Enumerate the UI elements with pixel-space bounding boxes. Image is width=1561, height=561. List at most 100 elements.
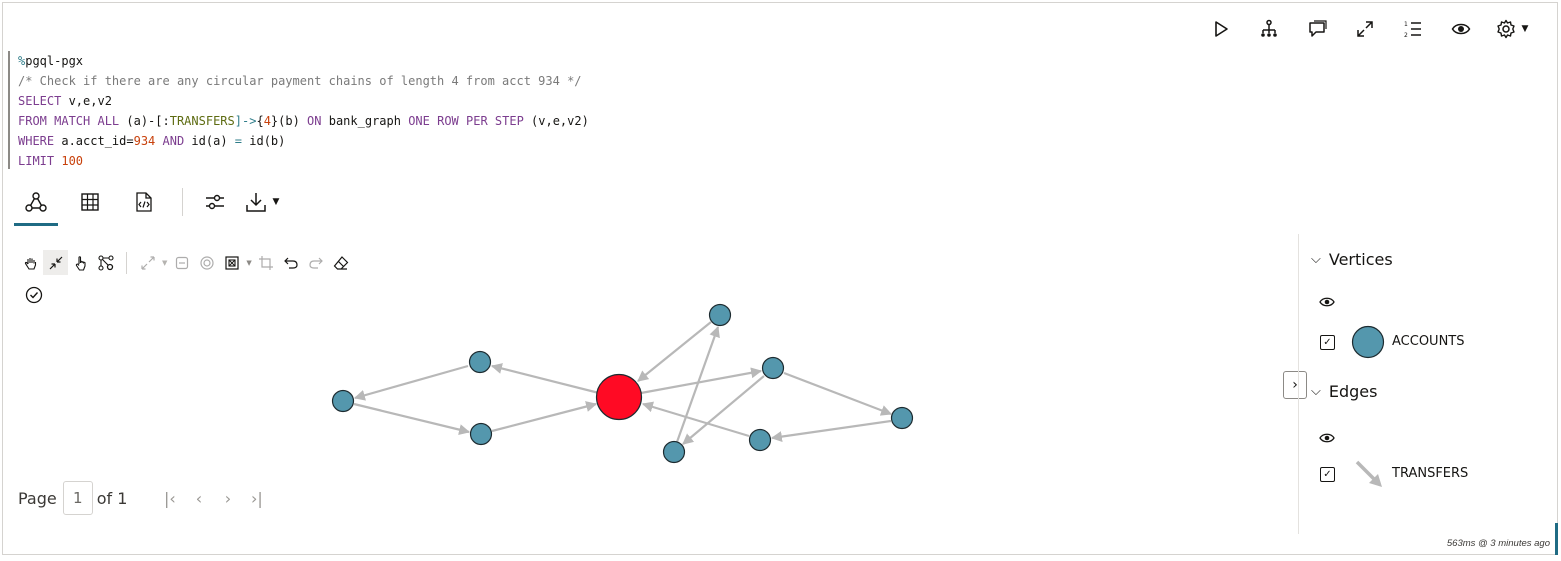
download-button[interactable]: ▼ [237,186,287,218]
eye-icon[interactable] [1319,431,1335,445]
code-keyword: WHERE [18,134,55,148]
edges-section-header[interactable]: ⌵ Edges [1311,382,1377,401]
vertex-account[interactable] [469,422,493,446]
page-number-input[interactable]: 1 [62,481,93,515]
tab-table[interactable] [68,186,112,218]
edge-transfers[interactable] [353,402,471,436]
edge-transfers[interactable] [641,401,750,438]
edge-transfers[interactable] [682,375,765,445]
check-circle-icon [25,286,43,304]
code-editor[interactable]: %pgql-pgx /* Check if there are any circ… [8,51,1218,169]
tab-graph[interactable] [14,186,58,226]
network-tool[interactable] [93,250,118,275]
vertex-account[interactable] [331,389,355,413]
vertex-account[interactable] [748,428,772,452]
table-icon [81,193,99,211]
vertex-account[interactable] [662,440,686,464]
edge-transfers[interactable] [783,371,893,416]
vertex-legend-swatch [1351,325,1385,359]
page-total: of 1 [96,488,128,508]
fullscreen-button[interactable] [1341,17,1389,41]
previous-page-icon[interactable]: ‹ [195,488,203,508]
vertex-account[interactable] [708,303,732,327]
vertex-account[interactable] [761,356,785,380]
ungroup-tool[interactable] [254,250,279,275]
comment-button[interactable] [1293,17,1341,41]
tab-json[interactable] [122,186,166,218]
code-text: v,e,v2 [61,94,112,108]
collapse-legend-button[interactable]: › [1283,371,1307,399]
code-file-icon [136,192,152,212]
code-keyword: ONE ROW PER STEP [408,114,524,128]
edge-transfers[interactable] [637,321,712,382]
code-keyword: AND [155,134,185,148]
eye-icon [1451,23,1471,35]
pan-tool[interactable] [18,250,43,275]
select-tool[interactable] [68,250,93,275]
edges-title: Edges [1328,382,1378,401]
hand-icon [24,257,36,270]
pointer-hand-icon [75,255,86,271]
chevron-down-icon[interactable]: ▼ [162,258,168,267]
expand-tool[interactable] [135,250,160,275]
edge-transfers[interactable] [640,367,763,395]
code-text: id(b) [242,134,286,148]
pagination: Page 1 of 1 |‹ ‹ › ›| [18,481,271,515]
chevron-down-icon: ▼ [1521,24,1529,34]
edge-transfers[interactable] [675,325,720,443]
redo-tool[interactable] [304,250,329,275]
undo-tool[interactable] [279,250,304,275]
eye-icon[interactable] [1319,295,1335,309]
frame-icon [225,255,239,270]
graph-icon [25,192,47,212]
chevron-down-icon: ⌵ [1311,384,1321,399]
numbered-list-icon: 12 [1404,21,1421,39]
code-text: (v,e,v2) [523,114,589,128]
vertex-account[interactable] [890,406,914,430]
code-label: TRANSFERS [169,114,235,128]
focus-tool[interactable] [194,250,219,275]
page-label: Page [18,488,57,508]
reset-tool[interactable] [329,250,354,275]
collapse-tool[interactable] [169,250,194,275]
edge-legend-swatch [1355,460,1382,487]
edge-transfers[interactable] [353,364,469,401]
shrink-icon [49,256,62,269]
apply-check-button[interactable] [25,286,43,304]
code-number: 934 [133,134,156,148]
vertices-section-header[interactable]: ⌵ Vertices [1311,250,1393,269]
next-page-icon[interactable]: › [224,488,232,508]
code-comment: /* Check if there are any circular payme… [18,74,582,88]
chevron-right-icon: › [1292,377,1298,393]
edge-transfers[interactable] [490,363,600,395]
fit-tool[interactable] [43,250,68,275]
edge-visibility-checkbox[interactable]: ✓ [1320,467,1335,482]
vertex-visibility-checkbox[interactable]: ✓ [1320,335,1335,350]
last-page-icon[interactable]: ›| [251,488,263,508]
vertices-title: Vertices [1328,250,1393,269]
code-text: bank_graph [321,114,409,128]
redo-icon [309,257,324,269]
settings-menu-button[interactable]: ▼ [1485,17,1539,41]
vertex-account-highlighted[interactable] [595,373,643,421]
first-page-icon[interactable]: |‹ [164,488,176,508]
code-keyword: ON [307,114,322,128]
visualization-tabs: ▼ [14,186,287,226]
chevron-down-icon[interactable]: ▼ [246,258,252,267]
visibility-button[interactable] [1437,17,1485,41]
gear-icon [1496,19,1515,39]
run-button[interactable] [1197,17,1245,41]
edge-transfers[interactable] [491,401,598,433]
graph-toolbar: ▼ ▼ [18,250,354,275]
eraser-icon [333,255,349,270]
scrollbar[interactable] [1555,523,1558,555]
hierarchy-button[interactable] [1245,17,1293,41]
group-tool[interactable] [219,250,244,275]
download-icon [245,193,266,212]
vertex-account[interactable] [468,350,492,374]
edge-transfers[interactable] [770,419,892,443]
settings-sliders-button[interactable] [193,186,237,218]
